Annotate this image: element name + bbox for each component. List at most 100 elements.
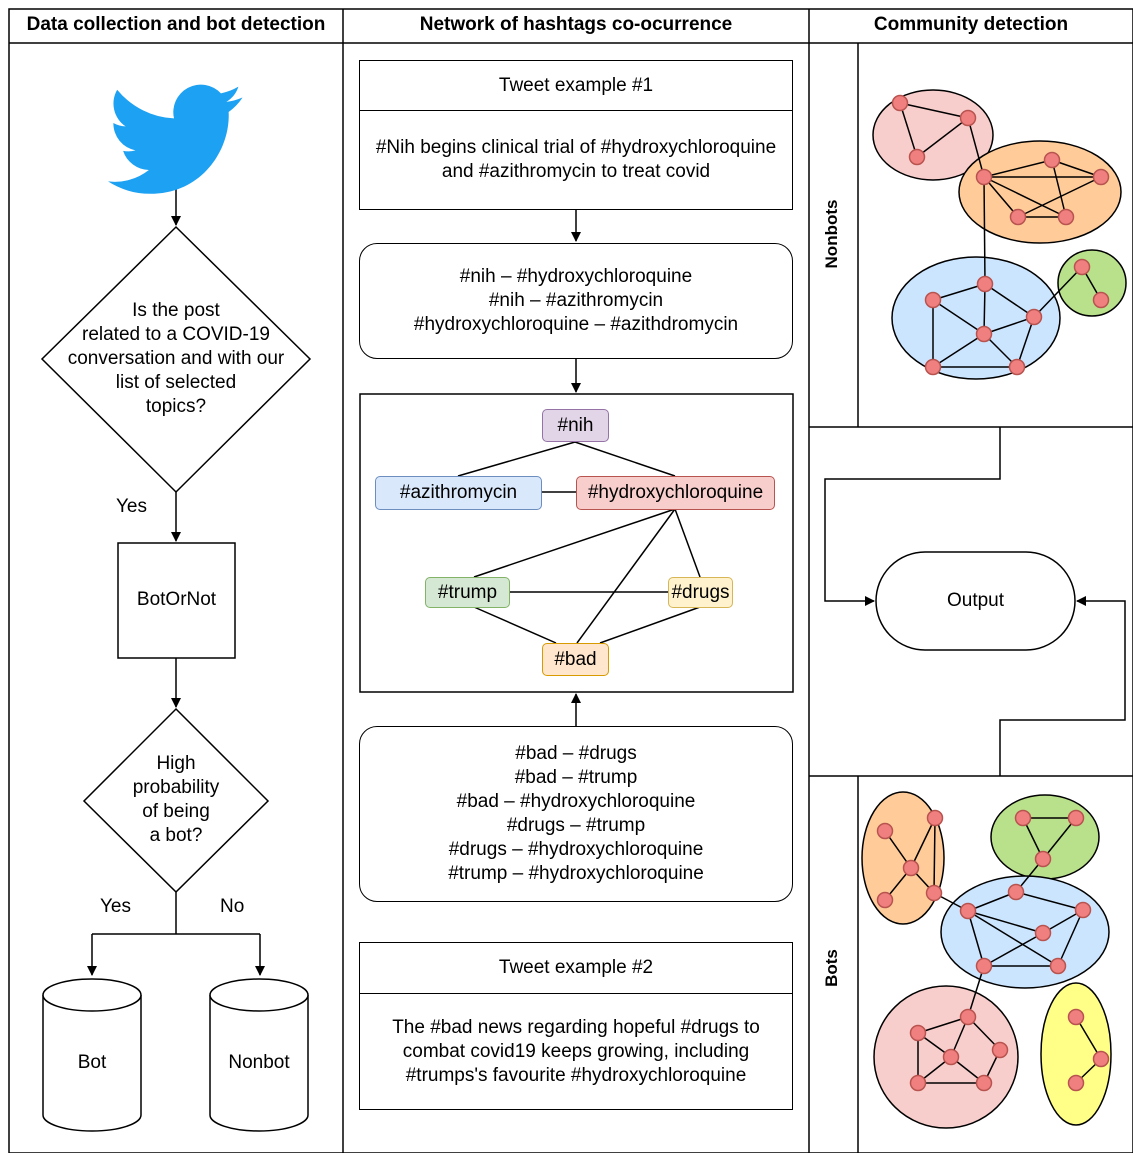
graph-node: [1092, 168, 1110, 186]
graph-node: [976, 275, 994, 293]
tag-hydroxychloroquine: #hydroxychloroquine: [576, 476, 775, 510]
graph-edge: [932, 283, 986, 301]
nonbot-cluster-blue: [891, 256, 1061, 380]
bot-cluster-blue: [940, 875, 1110, 989]
graph-node: [1025, 308, 1043, 326]
graph-edge: [1015, 891, 1084, 911]
graph-node: [1014, 809, 1032, 827]
graph-node: [991, 1041, 1009, 1059]
graph-node: [909, 1074, 927, 1092]
graph-node: [891, 94, 909, 112]
graph-node: [876, 822, 894, 840]
graph-edge: [983, 283, 986, 335]
graph-node: [959, 902, 977, 920]
graph-node: [1073, 258, 1091, 276]
graph-edge: [1017, 176, 1102, 218]
output-terminator: [875, 551, 1076, 651]
nonbot-db-label: Nonbot: [228, 1052, 290, 1073]
graph-edge: [983, 176, 986, 285]
tag-trump: #trump: [425, 577, 510, 608]
graph-edge: [967, 117, 985, 178]
graph-edge: [1016, 316, 1035, 368]
graph-edge: [983, 176, 1067, 218]
graph-edge: [983, 932, 1044, 967]
graph-node: [909, 1024, 927, 1042]
graph-node: [924, 358, 942, 376]
graph-edge: [932, 333, 985, 368]
header-network: Network of hashtags co-ocurrence: [419, 14, 733, 35]
graph-node: [1074, 901, 1092, 919]
pairs-1-box: #nih – #hydroxychloroquine #nih – #azith…: [359, 243, 793, 359]
bots-label: Bots: [822, 949, 841, 987]
decision-2-text: High probability of being a bot?: [132, 753, 220, 846]
graph-node: [959, 1008, 977, 1026]
tag-azithromycin: #azithromycin: [375, 476, 542, 510]
graph-edge: [1051, 159, 1102, 178]
graph-node: [1067, 1008, 1085, 1026]
graph-node: [1034, 924, 1052, 942]
graph-node: [924, 291, 942, 309]
graph-node: [1057, 208, 1075, 226]
graph-edge: [1057, 909, 1084, 967]
tag-drugs: #drugs: [668, 577, 733, 608]
graph-edge: [967, 910, 1044, 934]
bot-database: [42, 978, 142, 1132]
graph-node: [1043, 151, 1061, 169]
graph-node: [975, 325, 993, 343]
yes-label-2: Yes: [100, 896, 131, 917]
tweet-2-title: Tweet example #2: [359, 942, 793, 994]
graph-edge: [983, 176, 1019, 218]
graph-node: [1092, 291, 1110, 309]
graph-node: [1009, 208, 1027, 226]
graph-node: [902, 859, 920, 877]
bot-db-label: Bot: [77, 1052, 107, 1073]
tag-nih: #nih: [542, 409, 609, 442]
tweet-1-text: #Nih begins clinical trial of #hydroxych…: [359, 110, 793, 210]
tweet-1-title: Tweet example #1: [359, 60, 793, 111]
graph-node: [926, 809, 944, 827]
graph-edge: [932, 299, 985, 335]
graph-edge: [916, 117, 969, 158]
graph-node: [1008, 358, 1026, 376]
graph-node: [975, 168, 993, 186]
graph-node: [975, 1074, 993, 1092]
yes-label-1: Yes: [116, 496, 147, 517]
graph-edge: [1051, 159, 1067, 218]
header-data-collection: Data collection and bot detection: [26, 14, 326, 35]
graph-node: [1067, 809, 1085, 827]
header-community: Community detection: [873, 14, 1069, 35]
graph-edge: [910, 817, 936, 869]
graph-node: [876, 891, 894, 909]
nonbot-cluster-orange: [958, 140, 1122, 244]
graph-edge: [933, 817, 936, 894]
graph-node: [1007, 883, 1025, 901]
graph-node: [925, 884, 943, 902]
graph-edge: [967, 910, 985, 967]
botornot-label: BotOrNot: [136, 589, 217, 610]
graph-node: [908, 148, 926, 166]
graph-edge: [984, 283, 1035, 318]
graph-edge: [1033, 266, 1083, 318]
botornot-box: [117, 542, 236, 659]
tag-bad: #bad: [542, 643, 609, 676]
bot-cluster-yellow: [1040, 982, 1112, 1126]
nonbots-label: Nonbots: [822, 199, 841, 269]
twitter-bird-icon: [108, 84, 243, 194]
graph-node: [1067, 1074, 1085, 1092]
graph-node: [975, 957, 993, 975]
graph-edge: [1042, 817, 1077, 860]
graph-edge: [967, 965, 985, 1018]
pairs-2-box: #bad – #drugs #bad – #trump #bad – #hydr…: [359, 726, 793, 902]
graph-edge: [899, 102, 918, 158]
output-label: Output: [946, 590, 1005, 611]
tweet-2-text: The #bad news regarding hopeful #drugs t…: [359, 993, 793, 1110]
graph-node: [942, 1048, 960, 1066]
graph-edge: [967, 891, 1017, 912]
graph-node: [1049, 957, 1067, 975]
nonbot-database: [209, 978, 309, 1132]
no-label: No: [220, 896, 245, 917]
graph-edge: [917, 1016, 969, 1034]
graph-node: [1092, 1050, 1110, 1068]
graph-edge: [983, 159, 1053, 178]
